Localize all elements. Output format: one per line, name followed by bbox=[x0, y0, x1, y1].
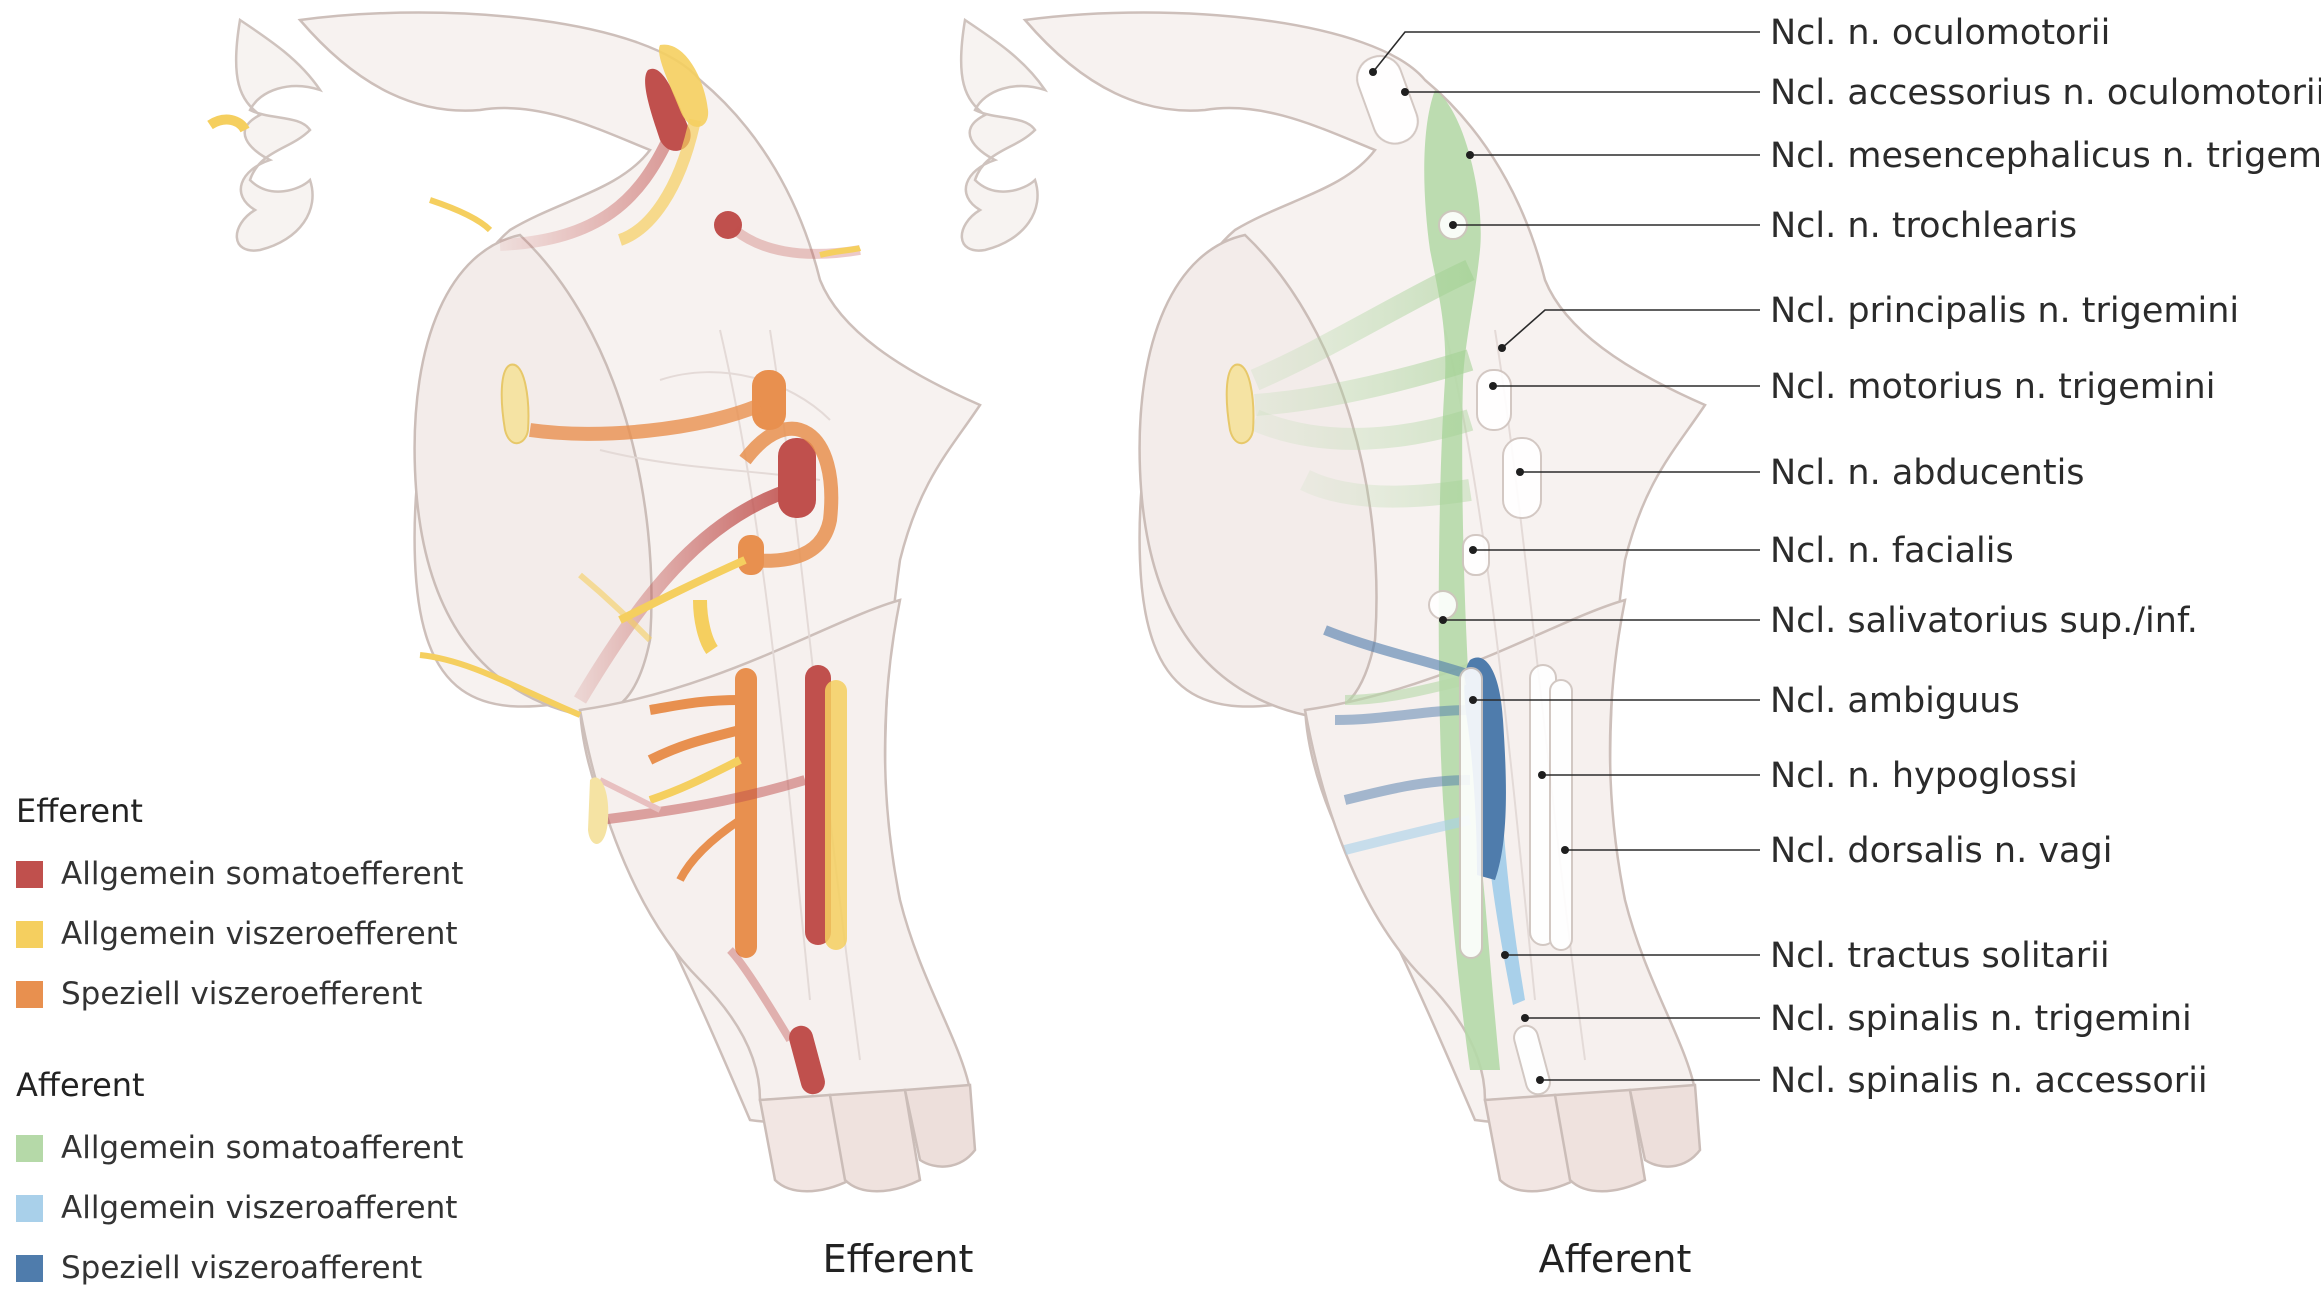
legend-item-viszeroafferent: Allgemein viszeroafferent bbox=[16, 1178, 463, 1238]
abducens-nucleus bbox=[778, 438, 816, 518]
label-ncl-n-hypoglossi: Ncl. n. hypoglossi bbox=[1770, 756, 2078, 796]
swatch-viszeroafferent bbox=[16, 1194, 43, 1222]
swatch-somatoefferent bbox=[16, 860, 43, 888]
nucleus-leader-lines bbox=[1372, 31, 1760, 1081]
dorsal-vagal-nucleus bbox=[825, 680, 847, 950]
legend-item-speziell-viszeroafferent: Speziell viszeroafferent bbox=[16, 1238, 463, 1298]
legend-label: Allgemein viszeroafferent bbox=[61, 1190, 458, 1226]
label-ncl-tractus-solitarii: Ncl. tractus solitarii bbox=[1770, 936, 2110, 976]
label-ncl-n-trochlearis: Ncl. n. trochlearis bbox=[1770, 206, 2077, 246]
legend-label: Speziell viszeroefferent bbox=[61, 976, 423, 1012]
label-ncl-motorius-n-trigemini: Ncl. motorius n. trigemini bbox=[1770, 367, 2215, 407]
legend-item-viszeroefferent: Allgemein viszeroefferent bbox=[16, 904, 463, 964]
legend-item-somatoafferent: Allgemein somatoafferent bbox=[16, 1118, 463, 1178]
efferent-brainstem-figure bbox=[207, 11, 982, 1193]
legend-label: Allgemein viszeroefferent bbox=[61, 916, 458, 952]
label-ncl-n-oculomotorii: Ncl. n. oculomotorii bbox=[1770, 13, 2110, 53]
legend-heading-efferent: Efferent bbox=[16, 792, 143, 830]
label-ncl-n-facialis: Ncl. n. facialis bbox=[1770, 531, 2014, 571]
caption-efferent: Efferent bbox=[822, 1237, 974, 1281]
vagus-ganglion-cluster bbox=[588, 777, 609, 844]
swatch-somatoafferent bbox=[16, 1134, 43, 1162]
legend-label: Speziell viszeroafferent bbox=[61, 1250, 423, 1286]
legend-label: Allgemein somatoefferent bbox=[61, 856, 464, 892]
swatch-speziell-viszeroafferent bbox=[16, 1254, 43, 1282]
oculomotor-nucleus bbox=[645, 68, 691, 151]
afferent-brainstem-figure bbox=[959, 11, 1760, 1193]
trochlear-nucleus bbox=[714, 211, 742, 239]
edinger-westphal-nucleus bbox=[659, 44, 709, 127]
label-ncl-spinalis-n-accessorii: Ncl. spinalis n. accessorii bbox=[1770, 1061, 2208, 1101]
medulla-outline bbox=[578, 598, 972, 1102]
legend-heading-afferent: Afferent bbox=[16, 1066, 145, 1104]
label-ncl-accessorius-n-oculomotorii: Ncl. accessorius n. oculomotorii bbox=[1770, 73, 2321, 113]
legend-item-speziell-viszeroefferent: Speziell viszeroefferent bbox=[16, 964, 463, 1024]
legend-label: Allgemein somatoafferent bbox=[61, 1130, 464, 1166]
swatch-speziell-viszeroefferent bbox=[16, 980, 43, 1008]
accessory-nucleus bbox=[789, 1025, 825, 1095]
nucleus-labels: Ncl. n. oculomotorii Ncl. accessorius n.… bbox=[1770, 13, 2321, 1101]
midbrain-outline bbox=[234, 17, 324, 252]
legend-efferent: Efferent Allgemein somatoefferent Allgem… bbox=[16, 792, 463, 1024]
label-ncl-n-abducentis: Ncl. n. abducentis bbox=[1770, 453, 2085, 493]
caption-afferent: Afferent bbox=[1538, 1237, 1692, 1281]
label-ncl-mesencephalicus-n-trigemini: Ncl. mesencephalicus n. trigemini bbox=[1770, 136, 2321, 176]
legend-item-somatoefferent: Allgemein somatoefferent bbox=[16, 844, 463, 904]
facial-nucleus bbox=[738, 535, 764, 575]
label-ncl-spinalis-n-trigemini: Ncl. spinalis n. trigemini bbox=[1770, 999, 2192, 1039]
spinal-cord-stub bbox=[758, 1083, 977, 1193]
hypoglossal-nucleus bbox=[805, 665, 831, 945]
nucleus-ambiguus bbox=[735, 668, 757, 958]
trigeminal-ganglion bbox=[500, 363, 530, 445]
label-ncl-dorsalis-n-vagi: Ncl. dorsalis n. vagi bbox=[1770, 831, 2112, 871]
swatch-viszeroefferent bbox=[16, 920, 43, 948]
trigeminal-sensory-column bbox=[1424, 90, 1500, 1070]
label-ncl-ambiguus: Ncl. ambiguus bbox=[1770, 681, 2020, 721]
label-ncl-salivatorius: Ncl. salivatorius sup./inf. bbox=[1770, 601, 2198, 641]
label-ncl-principalis-n-trigemini: Ncl. principalis n. trigemini bbox=[1770, 291, 2239, 331]
trigeminal-motor-nucleus bbox=[752, 370, 786, 430]
legend-afferent: Afferent Allgemein somatoafferent Allgem… bbox=[16, 1066, 463, 1298]
